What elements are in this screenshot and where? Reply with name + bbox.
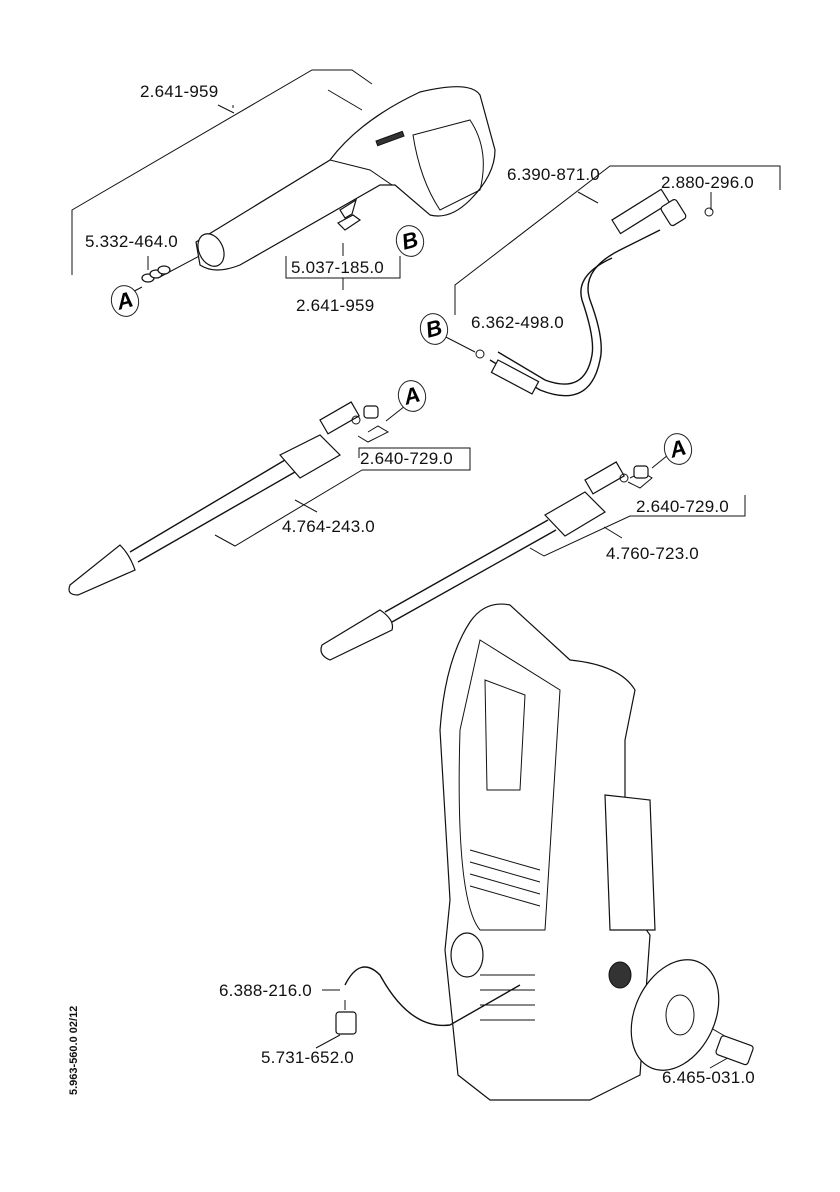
part-label-spring: 5.332-464.0 xyxy=(85,232,178,251)
part-label-lance-dirtblaster: 4.764-243.0 xyxy=(282,517,375,536)
document-id: 5.963-560.0 02/12 xyxy=(68,1005,80,1095)
part-label-nozzle-right: 2.640-729.0 xyxy=(636,497,729,516)
pressure-washer-body-drawing xyxy=(335,603,754,1101)
part-label-hose-oring-lower: 6.362-498.0 xyxy=(471,313,564,332)
lance-dirtblaster-drawing xyxy=(68,401,379,596)
part-label-detergent-hose: 6.388-216.0 xyxy=(219,981,312,1000)
high-pressure-hose-drawing xyxy=(475,188,714,397)
part-label-garden-hose-coupling: 6.465-031.0 xyxy=(662,1068,755,1087)
part-label-nozzle-left: 2.640-729.0 xyxy=(360,449,453,468)
part-label-clip: 5.037-185.0 xyxy=(291,258,384,277)
lance-vario-drawing xyxy=(320,461,649,661)
part-label-trigger-gun-assembly: 2.641-959 xyxy=(296,296,375,315)
part-label-filter: 5.731-652.0 xyxy=(261,1048,354,1067)
part-label-hose-assembly: 6.390-871.0 xyxy=(507,165,600,184)
part-label-hose-oring: 2.880-296.0 xyxy=(661,173,754,192)
trigger-gun-drawing xyxy=(141,86,496,283)
part-label-trigger-gun: 2.641-959 xyxy=(140,82,219,101)
part-label-lance-vario: 4.760-723.0 xyxy=(606,544,699,563)
